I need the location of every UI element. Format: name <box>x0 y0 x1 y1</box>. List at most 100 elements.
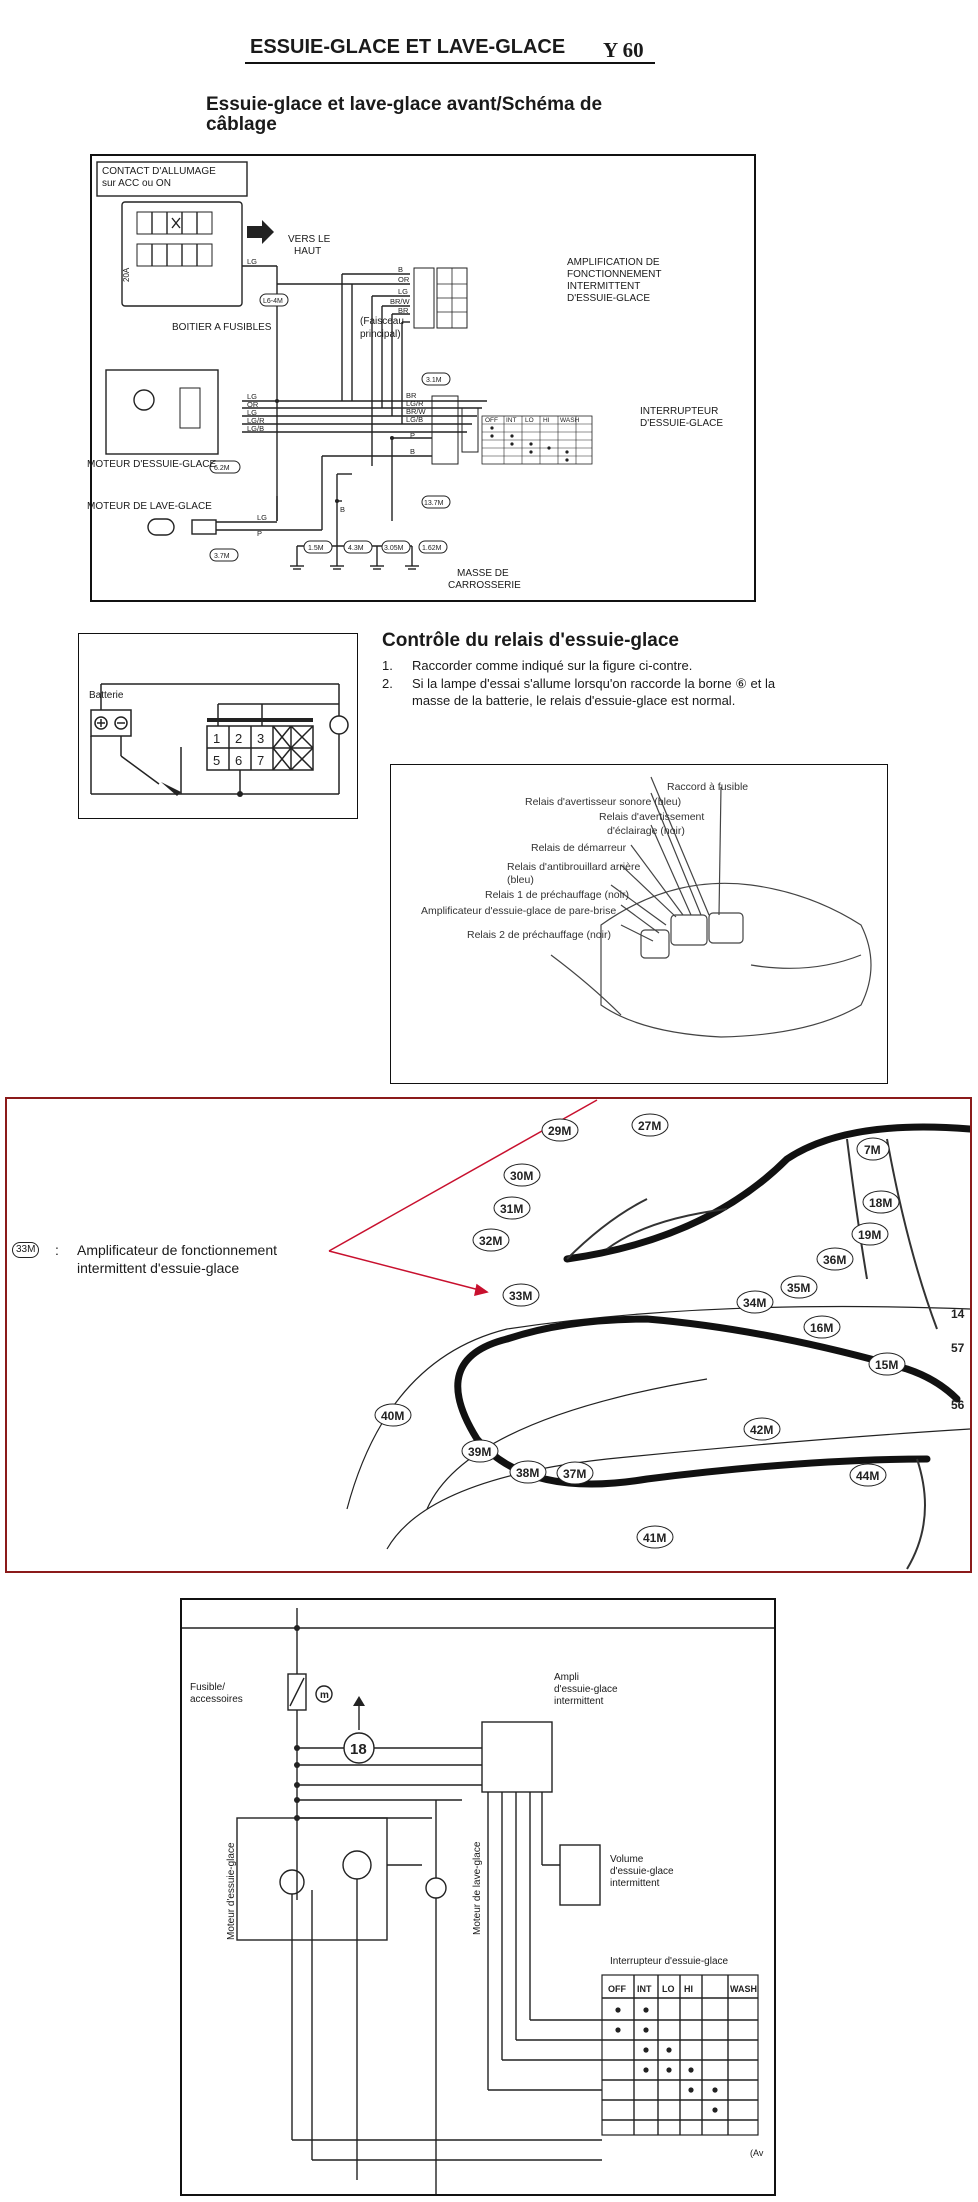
code-305m: 3.05M <box>384 545 404 552</box>
ground-label-2: CARROSSERIE <box>448 580 521 591</box>
amp-label-4: D'ESSUIE-GLACE <box>567 293 651 304</box>
conn-7m: 7M <box>864 1143 881 1157</box>
bottom-switch-hi: HI <box>684 1984 693 1994</box>
switch-col-hi: HI <box>543 417 550 424</box>
code-162m: 1.62M <box>422 545 442 552</box>
relay-loc-glow-1: Relais 1 de préchauffage (noir) <box>485 889 629 901</box>
conn-29m: 29M <box>548 1124 571 1138</box>
conn-32m: 32M <box>479 1234 502 1248</box>
section-title-line1: Essuie-glace et lave-glace avant/Schéma … <box>206 94 603 115</box>
relay-step-2-line2: masse de la batterie, le relais d'essuie… <box>412 693 736 708</box>
code-31m: 3.1M <box>426 377 442 384</box>
relay-terminal-7: 7 <box>257 753 264 768</box>
bottom-volume-label-3: intermittent <box>610 1878 660 1889</box>
relay-loc-glow-2: Relais 2 de préchauffage (noir) <box>467 929 611 941</box>
bottom-fuse-label-1: Fusible/ <box>190 1682 226 1693</box>
code-43m: 4.3M <box>348 545 364 552</box>
code-l64m: L6-4M <box>263 298 283 305</box>
harness-label-1: (Faisceau <box>360 316 404 327</box>
wire-lgb-motor: LG/B <box>247 424 264 433</box>
bottom-amp-label-1: Ampli <box>554 1672 580 1683</box>
legend-colon: : <box>55 1242 59 1258</box>
bottom-volume-label-2: d'essuie-glace <box>610 1866 674 1877</box>
wire-lg-motor-2: LG <box>247 408 257 417</box>
relay-loc-fog-2: (bleu) <box>507 874 534 886</box>
relay-loc-horn: Relais d'avertisseur sonore (bleu) <box>525 796 682 808</box>
switch-col-wash: WASH <box>560 417 580 424</box>
switch-label-2: D'ESSUIE-GLACE <box>640 418 724 429</box>
switch-col-off: OFF <box>485 417 498 424</box>
code-62m: 6.2M <box>214 465 230 472</box>
conn-33m: 33M <box>509 1289 532 1303</box>
wire-or-motor: OR <box>247 400 259 409</box>
bottom-switch-int: INT <box>637 1984 652 1994</box>
fuse-code: m <box>320 1690 329 1701</box>
relay-terminal-1: 1 <box>213 731 220 746</box>
conn-19m: 19M <box>858 1228 881 1242</box>
relay-terminal-6: 6 <box>235 753 242 768</box>
switch-col-lo: LO <box>525 417 534 424</box>
fuse-box-label: BOITIER A FUSIBLES <box>172 322 272 333</box>
up-label-1: VERS LE <box>288 234 331 245</box>
relay-loc-wiper-amp: Amplificateur d'essuie-glace de pare-bri… <box>421 905 617 917</box>
conn-14: 14 <box>951 1307 965 1321</box>
battery-label: Batterie <box>89 690 124 701</box>
code-37m: 3.7M <box>214 553 230 560</box>
legend-line2: intermittent d'essuie-glace <box>77 1260 240 1276</box>
relay-location-figure: Raccord à fusible Relais d'avertisseur s… <box>390 764 888 1084</box>
amp-label-2: FONCTIONNEMENT <box>567 269 662 280</box>
conn-44m: 44M <box>856 1469 879 1483</box>
page-title: ESSUIE-GLACE ET LAVE-GLACE <box>250 36 566 58</box>
fuse-rating: 20A <box>122 267 131 282</box>
bottom-wiper-motor-label: Moteur d'essuie-glace <box>226 1842 237 1940</box>
washer-motor-label: MOTEUR DE LAVE-GLACE <box>87 501 212 512</box>
circle-number: 18 <box>350 1741 367 1758</box>
harness-view: 29M 27M 30M 31M 32M 33M 34M 35M 36M 7M 1… <box>5 1097 972 1573</box>
conn-30m: 30M <box>510 1169 533 1183</box>
relay-step-1: Raccorder comme indiqué sur la figure ci… <box>412 658 693 673</box>
relay-step-num-2: 2. <box>382 676 393 691</box>
wire-or-amp: OR <box>398 275 410 284</box>
ignition-label-1: CONTACT D'ALLUMAGE <box>102 166 216 177</box>
bottom-volume-label-1: Volume <box>610 1854 644 1865</box>
relay-terminal-3: 3 <box>257 731 264 746</box>
conn-36m: 36M <box>823 1253 846 1267</box>
amp-label-3: INTERMITTENT <box>567 281 641 292</box>
conn-31m: 31M <box>500 1202 523 1216</box>
wire-b-ground: B <box>340 505 345 514</box>
wire-lg-top: LG <box>247 257 257 266</box>
bottom-amp-label-2: d'essuie-glace <box>554 1684 618 1695</box>
conn-40m: 40M <box>381 1409 404 1423</box>
conn-38m: 38M <box>516 1466 539 1480</box>
wire-lg-amp: LG <box>398 287 408 296</box>
switch-label-1: INTERRUPTEUR <box>640 406 719 417</box>
relay-loc-lighting-1: Relais d'avertissement <box>599 811 705 823</box>
title-underline <box>245 62 655 64</box>
bottom-fuse-label-2: accessoires <box>190 1694 243 1705</box>
wire-br-amp: BR <box>398 306 409 315</box>
conn-42m: 42M <box>750 1423 773 1437</box>
bottom-corner-label: (Av <box>750 2148 764 2158</box>
bottom-switch-title: Interrupteur d'essuie-glace <box>610 1956 729 1967</box>
wiring-diagram: L6-4M 6.2M 3.1M 3.7M 13.7M 1.5M 4.3M 3.0… <box>87 154 756 602</box>
conn-15m: 15M <box>875 1358 898 1372</box>
bottom-schematic: m 18 OFF INT LO HI WASH Fusible/ accesso… <box>180 1598 776 2196</box>
conn-37m: 37M <box>563 1467 586 1481</box>
wiper-motor-label: MOTEUR D'ESSUIE-GLACE <box>87 459 217 470</box>
relay-step-2-line1: Si la lampe d'essai s'allume lorsqu'on r… <box>412 676 776 691</box>
wire-brw-amp: BR/W <box>390 297 411 306</box>
harness-label-2: principal) <box>360 329 401 340</box>
conn-34m: 34M <box>743 1296 766 1310</box>
relay-loc-starter: Relais de démarreur <box>531 842 627 854</box>
wire-b-amp: B <box>398 265 403 274</box>
legend-code: 33M <box>12 1242 40 1258</box>
code-137m: 13.7M <box>424 500 444 507</box>
wire-lgr-switch: LG/R <box>406 399 424 408</box>
relay-loc-fog-1: Relais d'antibrouillard arrière <box>507 861 641 873</box>
switch-col-int: INT <box>506 417 517 424</box>
bottom-switch-lo: LO <box>662 1984 675 1994</box>
conn-18m: 18M <box>869 1196 892 1210</box>
ignition-label-2: sur ACC ou ON <box>102 178 171 189</box>
conn-35m: 35M <box>787 1281 810 1295</box>
legend-line1: Amplificateur de fonctionnement <box>77 1242 277 1258</box>
